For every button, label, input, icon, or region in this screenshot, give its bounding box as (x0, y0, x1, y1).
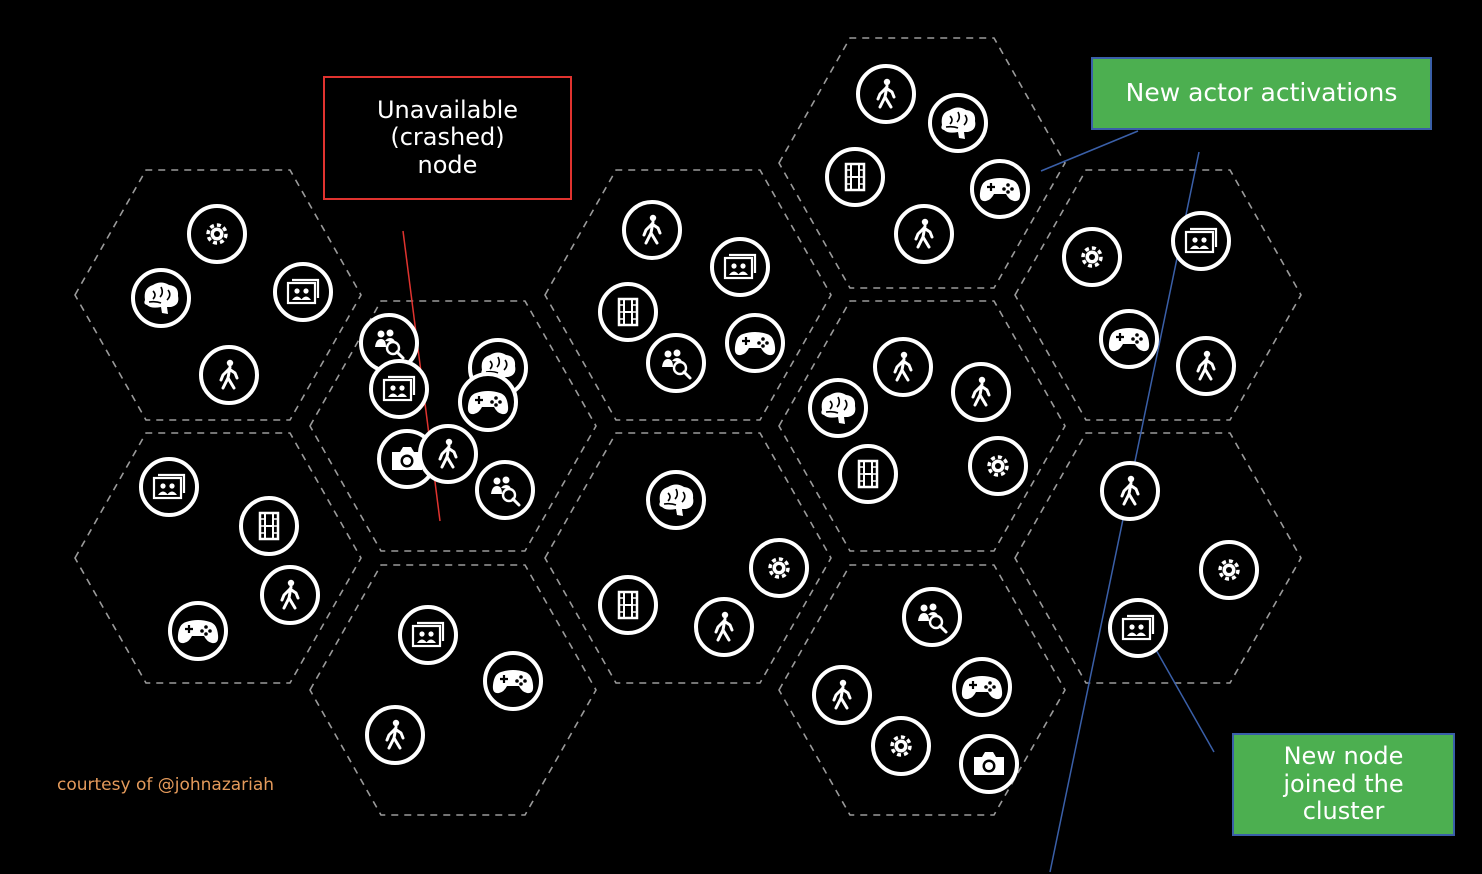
actor-brain-icon (131, 268, 191, 328)
actor-walk-icon (1100, 461, 1160, 521)
actor-people-search-icon (475, 460, 535, 520)
actor-walk-icon (418, 424, 478, 484)
actor-gamepad-icon (725, 313, 785, 373)
actor-walk-icon (812, 665, 872, 725)
actor-walk-icon (1176, 336, 1236, 396)
actor-settings-icon (187, 204, 247, 264)
actor-walk-icon (894, 204, 954, 264)
actor-photos-icon (1108, 598, 1168, 658)
new-node-callout: New node joined the cluster (1232, 733, 1455, 836)
cluster-node-hex (544, 432, 832, 684)
actor-activations (131, 64, 1259, 794)
actor-settings-icon (1199, 540, 1259, 600)
actor-gamepad-icon (970, 159, 1030, 219)
actor-gamepad-icon (458, 372, 518, 432)
actor-camera-icon (959, 734, 1019, 794)
actor-gamepad-icon (1099, 309, 1159, 369)
actor-photos-icon (398, 605, 458, 665)
actor-film-icon (598, 282, 658, 342)
actor-photos-icon (1171, 211, 1231, 271)
actor-brain-icon (928, 93, 988, 153)
actor-settings-icon (968, 436, 1028, 496)
actor-settings-icon (871, 716, 931, 776)
actor-walk-icon (694, 597, 754, 657)
actor-brain-icon (808, 378, 868, 438)
crashed-node-callout: Unavailable (crashed) node (323, 76, 572, 200)
cluster-nodes (74, 37, 1302, 816)
cluster-node-hex (778, 37, 1066, 289)
actor-walk-icon (365, 705, 425, 765)
actor-walk-icon (199, 345, 259, 405)
actor-walk-icon (260, 565, 320, 625)
actor-film-icon (239, 496, 299, 556)
actor-settings-icon (1062, 227, 1122, 287)
credit-text: courtesy of @johnazariah (57, 775, 275, 795)
crashed-node-hex (309, 300, 597, 552)
cluster-node-hex (544, 169, 832, 421)
actor-gamepad-icon (952, 657, 1012, 717)
new-node-hex (1014, 432, 1302, 684)
actor-settings-icon (749, 538, 809, 598)
cluster-node-hex (309, 564, 597, 816)
cluster-node-hex (778, 300, 1066, 552)
actor-film-icon (598, 575, 658, 635)
newnode-connector (1150, 640, 1215, 753)
actor-walk-icon (622, 200, 682, 260)
actor-people-search-icon (646, 333, 706, 393)
actor-gamepad-icon (483, 651, 543, 711)
cluster-node-hex (778, 564, 1066, 816)
actor-gamepad-icon (168, 601, 228, 661)
activations-connector-a (1040, 130, 1139, 172)
cluster-node-hex (74, 432, 362, 684)
cluster-node-hex (1014, 169, 1302, 421)
actor-people-search-icon (902, 587, 962, 647)
actor-photos-icon (273, 262, 333, 322)
actor-photos-icon (369, 359, 429, 419)
actor-film-icon (825, 147, 885, 207)
actor-film-icon (838, 444, 898, 504)
actor-brain-icon (646, 470, 706, 530)
cluster-node-hex (74, 169, 362, 421)
actor-walk-icon (951, 362, 1011, 422)
actor-photos-icon (710, 237, 770, 297)
actor-walk-icon (856, 64, 916, 124)
actor-walk-icon (873, 337, 933, 397)
new-activations-callout: New actor activations (1091, 57, 1432, 130)
actor-photos-icon (139, 457, 199, 517)
